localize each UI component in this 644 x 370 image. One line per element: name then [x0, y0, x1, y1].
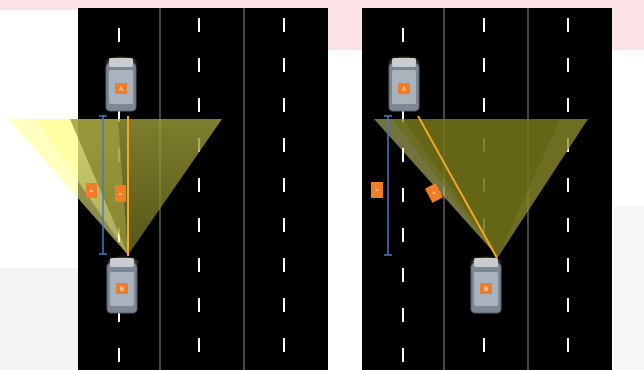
svg-text:=: = — [90, 189, 94, 195]
vehicle-tag — [398, 83, 410, 94]
distance-tag: = — [86, 183, 97, 198]
svg-text:A: A — [402, 87, 406, 93]
svg-text:=: = — [119, 192, 123, 198]
sight-tag: = — [115, 185, 126, 202]
vehicle-tag — [480, 283, 492, 294]
vehicle-top: A — [387, 56, 421, 112]
field-of-view-shadow — [404, 119, 560, 257]
scenario-left: = = A B — [8, 8, 328, 370]
background-panel-left — [0, 268, 78, 370]
field-of-view-shadow — [70, 119, 222, 255]
scenario-right: = ≈ A B — [362, 8, 612, 370]
vehicle-hood — [392, 58, 416, 67]
svg-text:≈: ≈ — [432, 190, 438, 197]
vehicle-hood — [110, 258, 134, 267]
svg-text:=: = — [375, 188, 379, 194]
svg-text:B: B — [484, 287, 488, 293]
svg-text:B: B — [120, 287, 124, 293]
vehicle-tag — [115, 83, 127, 94]
vehicle-hood — [109, 58, 133, 67]
vehicle-bottom: B — [106, 256, 140, 314]
distance-tag: = — [371, 182, 383, 198]
sight-tag: ≈ — [424, 183, 444, 203]
vehicle-bottom: B — [469, 256, 503, 314]
sight-line — [417, 115, 498, 259]
vehicle-top: A — [104, 56, 138, 112]
background-panel-right — [614, 206, 644, 370]
vehicle-tag — [116, 283, 128, 294]
field-of-view-shadow — [392, 119, 588, 257]
background-tab — [0, 10, 78, 50]
svg-text:A: A — [119, 87, 123, 93]
vehicle-hood — [474, 258, 498, 267]
